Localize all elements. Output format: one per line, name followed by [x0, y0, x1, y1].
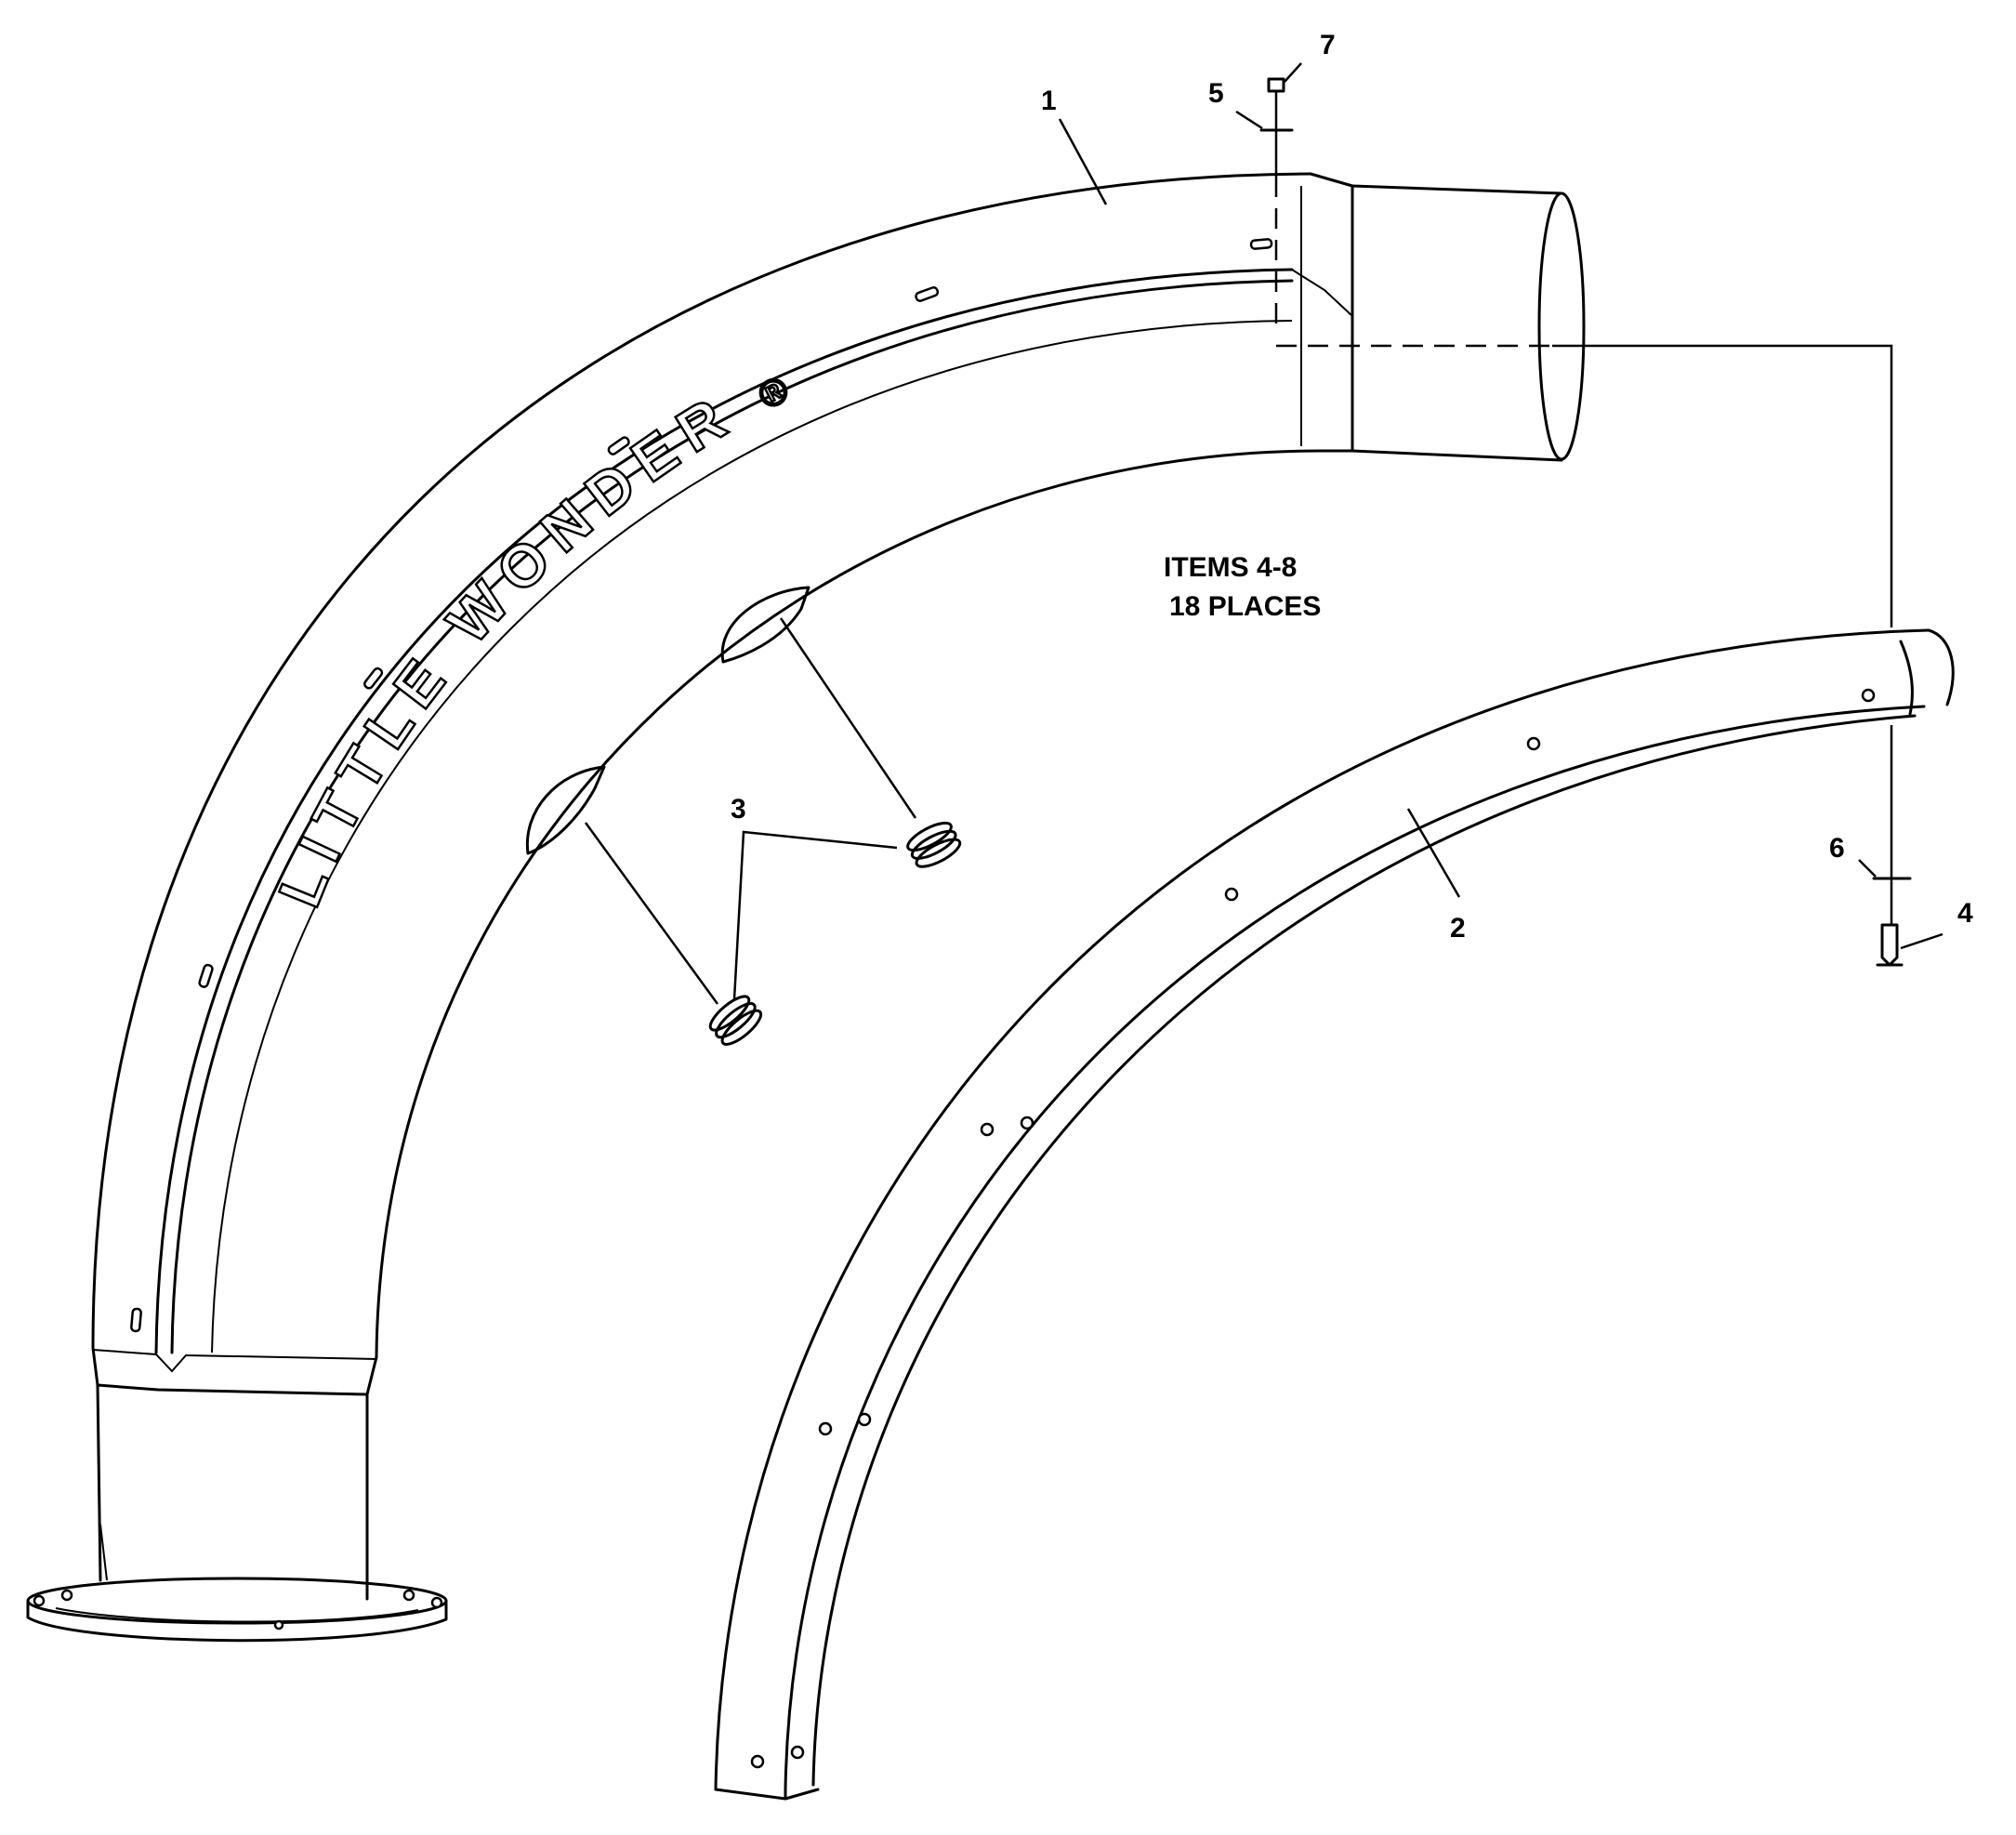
note-line-1: ITEMS 4-8: [1164, 552, 1297, 583]
part-1-chute: LITTLE WONDER ®: [26, 172, 1586, 1643]
leader-lines: [584, 62, 1944, 1005]
callout-6: 6: [1829, 833, 1845, 864]
callout-5: 5: [1208, 78, 1224, 109]
part-3-grommets: [708, 821, 962, 1046]
callout-4: 4: [1957, 898, 1973, 929]
callout-labels: 1 2 3 4 5 6 7: [731, 30, 1973, 944]
part-2-liner: [714, 628, 1955, 1801]
items-note: ITEMS 4-8 18 PLACES: [1164, 552, 1321, 622]
hardware-stack: [1259, 77, 1912, 967]
callout-1: 1: [1041, 86, 1057, 116]
nut-7-icon: [1267, 77, 1285, 93]
bolt-4-icon: [1880, 923, 1899, 967]
callout-2: 2: [1450, 913, 1466, 944]
callout-3: 3: [731, 794, 746, 825]
note-line-2: 18 PLACES: [1169, 591, 1321, 622]
callout-7: 7: [1320, 30, 1336, 60]
